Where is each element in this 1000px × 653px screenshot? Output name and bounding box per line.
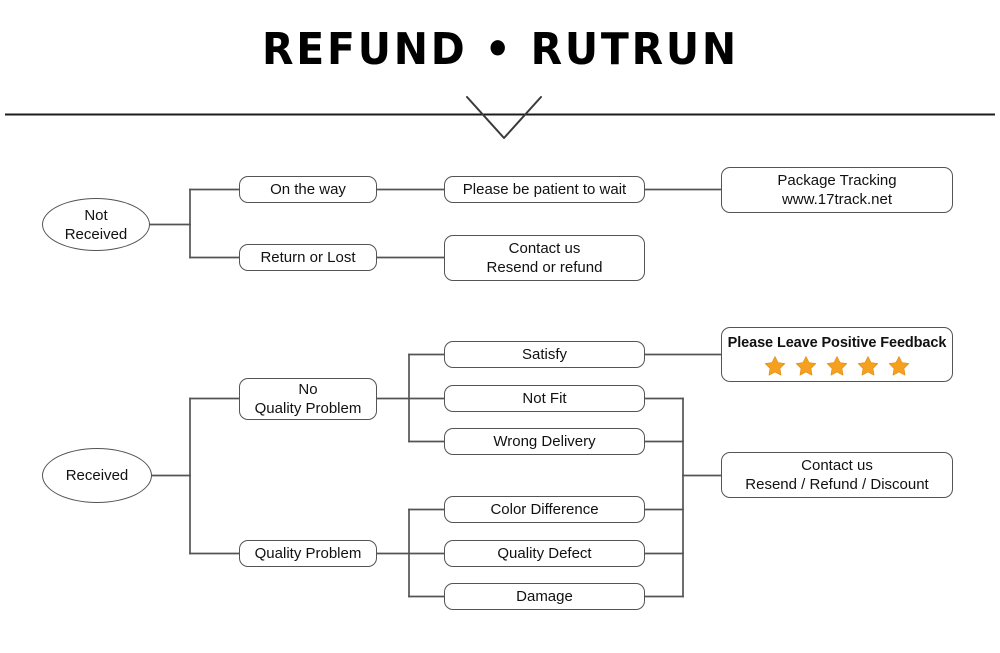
node-damage[interactable]: Damage xyxy=(444,583,645,610)
node-package-tracking[interactable]: Package Tracking www.17track.net xyxy=(721,167,953,213)
node-return-or-lost-label: Return or Lost xyxy=(260,249,356,266)
node-received[interactable]: Received xyxy=(42,448,152,503)
node-received-label: Received xyxy=(65,467,129,484)
star-filled-icon[interactable] xyxy=(888,355,910,377)
node-package-tracking-label: Package Tracking www.17track.net xyxy=(777,172,897,208)
node-quality-problem[interactable]: Quality Problem xyxy=(239,540,377,567)
node-not-received[interactable]: Not Received xyxy=(42,198,150,251)
node-satisfy[interactable]: Satisfy xyxy=(444,341,645,368)
node-contact-us-resend-refund-discount-label: Contact us Resend / Refund / Discount xyxy=(745,457,929,493)
star-filled-icon[interactable] xyxy=(857,355,879,377)
node-no-quality-problem-label: No Quality Problem xyxy=(254,381,362,417)
node-wrong-delivery-label: Wrong Delivery xyxy=(493,433,596,450)
node-please-be-patient-to-wait[interactable]: Please be patient to wait xyxy=(444,176,645,203)
node-quality-problem-label: Quality Problem xyxy=(254,545,362,562)
node-on-the-way-label: On the way xyxy=(270,181,346,198)
node-quality-defect[interactable]: Quality Defect xyxy=(444,540,645,567)
page-title-text: REFUND • RUTRUN xyxy=(261,24,739,75)
star-filled-icon[interactable] xyxy=(795,355,817,377)
node-color-difference-label: Color Difference xyxy=(490,501,599,518)
feedback-title-label: Please Leave Positive Feedback xyxy=(727,334,947,351)
node-no-quality-problem[interactable]: No Quality Problem xyxy=(239,378,377,420)
star-filled-icon[interactable] xyxy=(826,355,848,377)
star-rating[interactable] xyxy=(764,355,910,377)
node-wrong-delivery[interactable]: Wrong Delivery xyxy=(444,428,645,455)
node-satisfy-label: Satisfy xyxy=(521,346,567,363)
node-return-or-lost[interactable]: Return or Lost xyxy=(239,244,377,271)
node-contact-us-resend-or-refund[interactable]: Contact us Resend or refund xyxy=(444,235,645,281)
node-not-fit-label: Not Fit xyxy=(522,390,567,407)
node-color-difference[interactable]: Color Difference xyxy=(444,496,645,523)
node-quality-defect-label: Quality Defect xyxy=(497,545,592,562)
node-damage-label: Damage xyxy=(516,588,573,605)
node-please-be-patient-to-wait-label: Please be patient to wait xyxy=(462,181,627,198)
chevron-down-icon xyxy=(466,96,542,139)
node-contact-us-resend-refund-discount[interactable]: Contact us Resend / Refund / Discount xyxy=(721,452,953,498)
node-not-fit[interactable]: Not Fit xyxy=(444,385,645,412)
page-title: REFUND • RUTRUN xyxy=(0,22,1000,78)
node-on-the-way[interactable]: On the way xyxy=(239,176,377,203)
node-positive-feedback[interactable]: Please Leave Positive Feedback xyxy=(721,327,953,382)
node-contact-us-resend-or-refund-label: Contact us Resend or refund xyxy=(486,240,603,276)
star-filled-icon[interactable] xyxy=(764,355,786,377)
node-not-received-label: Not Received xyxy=(64,206,128,243)
